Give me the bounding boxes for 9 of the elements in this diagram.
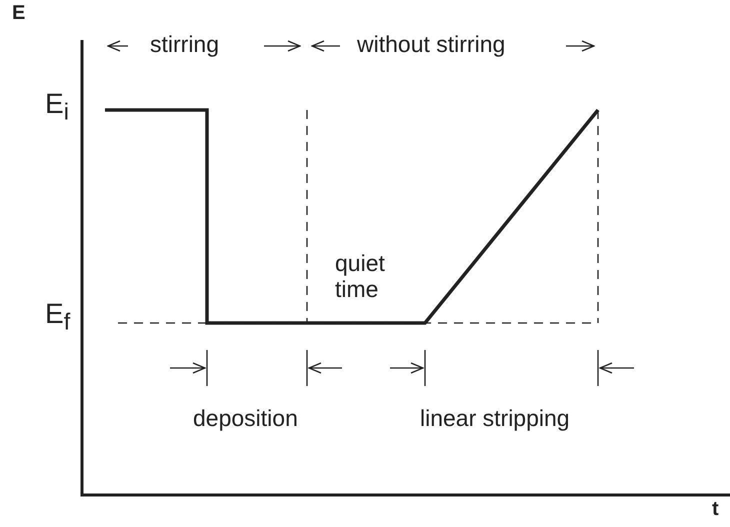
phase-label: stirring bbox=[150, 31, 220, 58]
axis-label: t bbox=[712, 498, 719, 521]
phase-label: deposition bbox=[193, 405, 298, 432]
axis-label: E bbox=[12, 2, 26, 25]
phase-label: without stirring bbox=[357, 31, 506, 58]
phase-label: quiet time bbox=[335, 250, 386, 303]
axis-value-label: E$_{f}$ bbox=[45, 298, 70, 336]
phase-label: linear stripping bbox=[420, 405, 570, 432]
axis-value-label: E$_{i}$ bbox=[45, 88, 69, 126]
